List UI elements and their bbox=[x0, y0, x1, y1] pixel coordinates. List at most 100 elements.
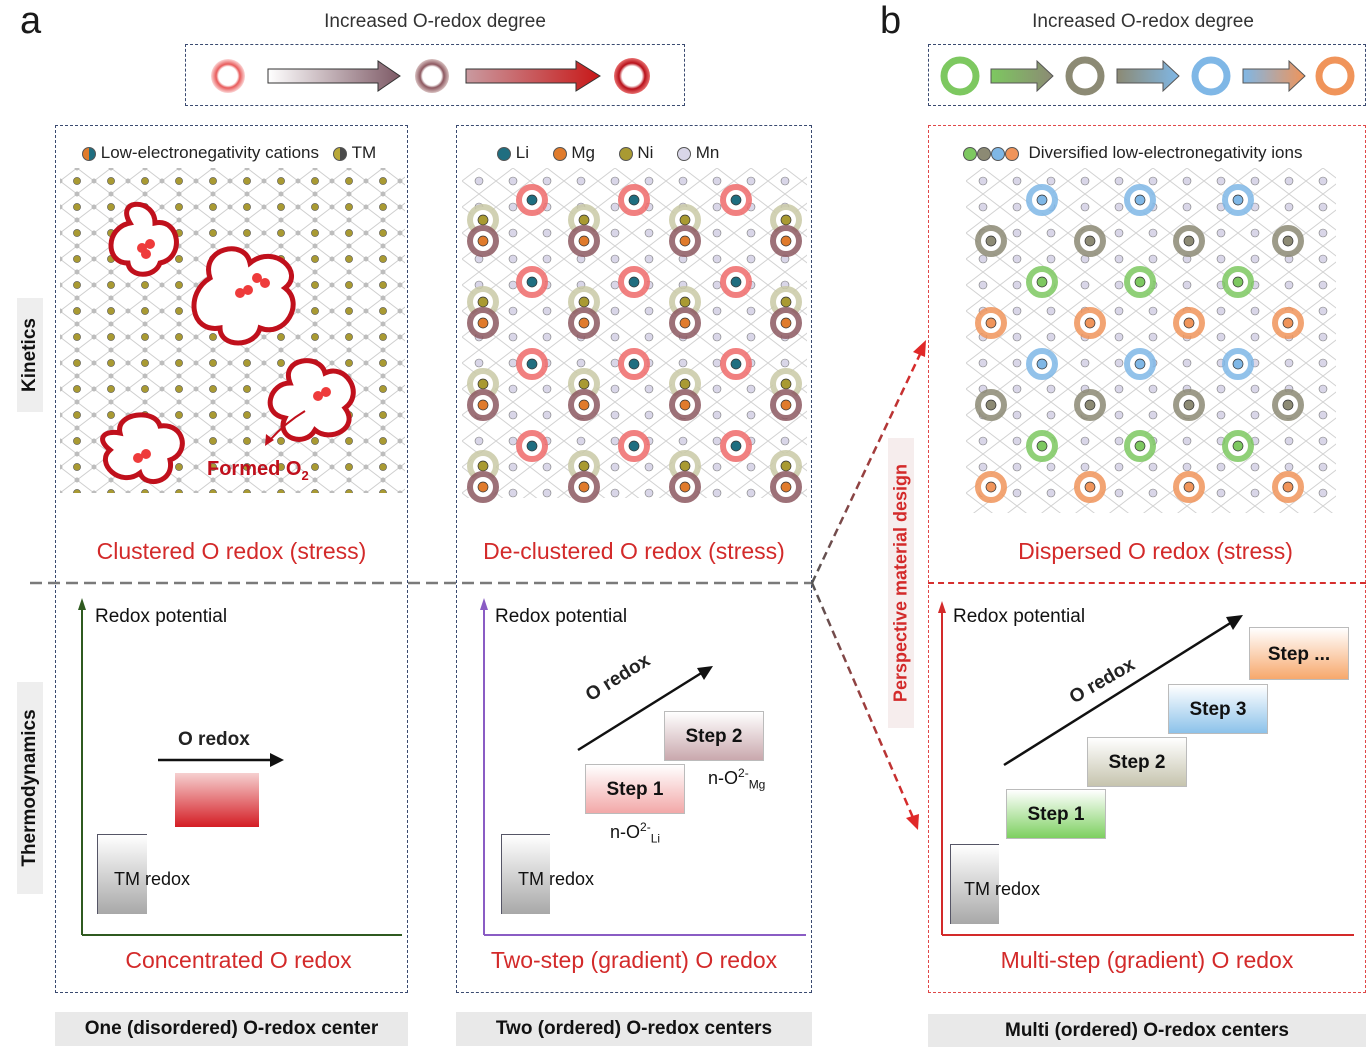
declustered-li-atom bbox=[628, 194, 640, 206]
clustered-lattice bbox=[60, 168, 405, 493]
declustered-li-atom bbox=[628, 358, 640, 370]
dispersed-ion-atom bbox=[1134, 358, 1146, 370]
ni-dot-icon bbox=[618, 146, 633, 161]
column-1-box bbox=[55, 125, 408, 993]
caption-concentrated: Concentrated O redox bbox=[125, 947, 352, 973]
dispersed-ion-atom bbox=[1084, 399, 1096, 411]
footer-one-center: One (disordered) O-redox center bbox=[55, 1012, 408, 1046]
declustered-mg-atom bbox=[780, 317, 792, 329]
declustered-li-atom bbox=[730, 358, 742, 370]
dispersed-ion-atom bbox=[985, 399, 997, 411]
col1-tm-text: TM bbox=[114, 869, 140, 889]
footer-multi-centers: Multi (ordered) O-redox centers bbox=[928, 1014, 1366, 1047]
declustered-li-atom bbox=[628, 276, 640, 288]
col3-step-3: Step 3 bbox=[1168, 684, 1268, 734]
col2-n-o-li: n-O2-Li bbox=[610, 820, 660, 846]
column-1-legend: Low-electronegativity cations TM bbox=[82, 143, 376, 163]
col2-n-o-li-base: n-O bbox=[610, 822, 641, 842]
col3-step-1: Step 1 bbox=[1006, 789, 1106, 839]
caption-declustered: De-clustered O redox (stress) bbox=[483, 538, 785, 564]
dispersed-ion-atom bbox=[1134, 276, 1146, 288]
declustered-li-atom bbox=[730, 276, 742, 288]
caption-clustered: Clustered O redox (stress) bbox=[96, 538, 367, 564]
olive-ion-icon bbox=[977, 146, 991, 161]
col2-n-o-li-sub: Li bbox=[650, 831, 661, 846]
dispersed-ion-atom bbox=[1282, 399, 1294, 411]
declustered-mg-atom bbox=[578, 481, 590, 493]
col2-step-1: Step 1 bbox=[585, 764, 685, 814]
declustered-mg-atom bbox=[477, 317, 489, 329]
dispersed-ion-atom bbox=[1084, 317, 1096, 329]
dispersed-ion-atom bbox=[1232, 358, 1244, 370]
declustered-mg-atom bbox=[780, 235, 792, 247]
col2-step-2: Step 2 bbox=[664, 711, 764, 761]
col1-redox-text: redox bbox=[145, 869, 191, 889]
declustered-li-atom bbox=[526, 276, 538, 288]
tm-dot-icon bbox=[333, 146, 348, 161]
mg-dot-icon bbox=[552, 146, 567, 161]
col3-axis-label: Redox potential bbox=[953, 606, 1086, 627]
declustered-mg-atom bbox=[477, 481, 489, 493]
declustered-mg-atom bbox=[679, 399, 691, 411]
dispersed-ion-atom bbox=[1036, 276, 1048, 288]
orange-ion-icon bbox=[1005, 146, 1019, 161]
declustered-mg-atom bbox=[578, 317, 590, 329]
declustered-li-atom bbox=[730, 440, 742, 452]
perspective-label-box: Perspective material design bbox=[888, 438, 914, 728]
dispersed-ion-atom bbox=[1036, 440, 1048, 452]
declustered-mg-atom bbox=[578, 399, 590, 411]
legend-li: Li bbox=[515, 143, 529, 162]
col1-o-redox-arrow bbox=[158, 753, 284, 767]
panel-letter-a: a bbox=[20, 0, 42, 42]
footer-two-centers: Two (ordered) O-redox centers bbox=[456, 1012, 812, 1046]
header-b: Increased O-redox degree bbox=[1032, 11, 1254, 32]
col3-tm-block bbox=[950, 844, 999, 924]
column-3-divider bbox=[928, 582, 1366, 584]
col1-tm-redox-label: TM redox bbox=[114, 869, 190, 890]
legend-mn: Mn bbox=[695, 143, 720, 162]
dispersed-ion-atom bbox=[985, 481, 997, 493]
col1-o-redox-label: O redox bbox=[178, 729, 250, 750]
caption-dispersed: Dispersed O redox (stress) bbox=[1018, 538, 1293, 564]
formed-o2-label: Formed O2 bbox=[207, 458, 309, 483]
col3-step-2: Step 2 bbox=[1087, 737, 1187, 787]
declustered-li-atom bbox=[526, 358, 538, 370]
dispersed-ion-atom bbox=[1232, 194, 1244, 206]
col3-redox-text: redox bbox=[995, 879, 1041, 899]
legend-tm: TM bbox=[351, 143, 377, 162]
col1-o-redox-block bbox=[175, 773, 259, 827]
redox-degree-bar-b bbox=[928, 44, 1366, 106]
declustered-li-atom bbox=[526, 440, 538, 452]
redox-degree-bar-a bbox=[185, 44, 685, 106]
column-2-axes bbox=[480, 598, 806, 936]
declustered-mg-atom bbox=[578, 235, 590, 247]
dispersed-ion-atom bbox=[1282, 481, 1294, 493]
col3-o-redox-arrow bbox=[1003, 615, 1243, 767]
col1-axis-label: Redox potential bbox=[95, 606, 228, 627]
dispersed-ion-atom bbox=[1232, 440, 1244, 452]
dispersed-ion-atom bbox=[1183, 481, 1195, 493]
thermodynamics-label-box: Thermodynamics bbox=[17, 682, 43, 894]
dispersed-ion-atom bbox=[1282, 317, 1294, 329]
col3-tm-text: TM bbox=[964, 879, 990, 899]
column-3-legend: Diversified low-electronegativity ions bbox=[963, 143, 1302, 163]
declustered-mg-atom bbox=[679, 235, 691, 247]
declustered-li-atom bbox=[628, 440, 640, 452]
dispersed-ion-atom bbox=[1134, 194, 1146, 206]
legend-ni: Ni bbox=[637, 143, 654, 162]
column-2-box bbox=[456, 125, 812, 993]
col3-tm-redox-label: TM redox bbox=[964, 879, 1040, 900]
perspective-label: Perspective material design bbox=[890, 463, 911, 703]
cation-dot-icon bbox=[82, 146, 96, 161]
declustered-li-atom bbox=[526, 194, 538, 206]
caption-two-step: Two-step (gradient) O redox bbox=[490, 947, 778, 973]
col2-tm-block bbox=[501, 834, 550, 914]
dispersed-ion-atom bbox=[1183, 317, 1195, 329]
declustered-lattice bbox=[462, 168, 807, 503]
col2-axis-label: Redox potential bbox=[495, 606, 628, 627]
col2-n-o-mg-sup: 2- bbox=[738, 766, 749, 780]
dispersed-ion-atom bbox=[1084, 235, 1096, 247]
declustered-mg-atom bbox=[679, 481, 691, 493]
dispersed-ion-atom bbox=[985, 235, 997, 247]
